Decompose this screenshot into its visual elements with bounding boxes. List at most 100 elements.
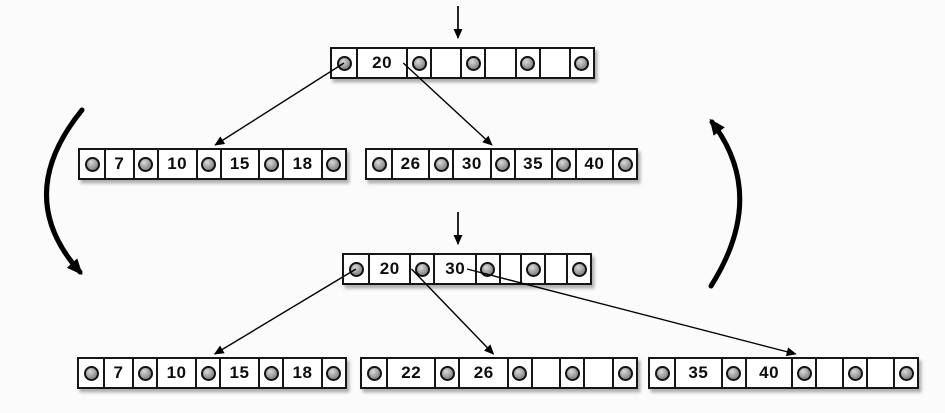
pointer-cell (460, 49, 484, 77)
pointer-cell (791, 359, 815, 387)
pointer-dot-icon (556, 156, 572, 172)
key-cell: 26 (458, 359, 506, 387)
key-cell: 22 (386, 359, 434, 387)
pointer-cell (195, 150, 220, 178)
pointer-dot-icon (366, 365, 382, 381)
cycle-arrow-right (708, 118, 743, 289)
pointer-dot-icon (137, 365, 153, 381)
pointer-cell (258, 150, 282, 178)
pointer-dot-icon (201, 156, 217, 172)
cycle-arrow-left (44, 107, 85, 275)
pointer-cell (720, 359, 745, 387)
pointer-dot-icon (520, 55, 536, 71)
key-cell (530, 359, 560, 387)
pointer-cell (550, 150, 575, 178)
pointer-dot-icon (326, 365, 342, 381)
pointer-cell (195, 359, 219, 387)
pointer-cell (406, 49, 430, 77)
pointer-cell (344, 255, 368, 283)
pointer-dot-icon (371, 156, 387, 172)
pointer-dot-icon (326, 156, 342, 172)
pointer-dot-icon (200, 365, 216, 381)
pointer-dot-icon (83, 365, 99, 381)
pointer-dot-icon (433, 156, 449, 172)
key-cell (815, 359, 842, 387)
pointer-dot-icon (796, 365, 812, 381)
key-cell (544, 255, 566, 283)
pointer-cell (258, 359, 282, 387)
key-cell: 20 (356, 49, 406, 77)
key-cell: 18 (282, 359, 321, 387)
pointer-dot-icon (617, 156, 633, 172)
pointer-cell (612, 359, 636, 387)
pointer-dot-icon (348, 261, 364, 277)
key-cell: 18 (282, 150, 321, 178)
pointer-dot-icon (263, 156, 279, 172)
pointer-cell (474, 255, 499, 283)
pointer-dot-icon (574, 55, 590, 71)
pointer-arrow-bottom-root-to-bottom-left (213, 268, 357, 355)
pointer-cell (893, 359, 917, 387)
pointer-cell (367, 150, 391, 178)
pointer-dot-icon (726, 365, 742, 381)
pointer-cell (80, 150, 104, 178)
pointer-dot-icon (336, 55, 352, 71)
pointer-cell (428, 150, 452, 178)
btree-node-bottom-mid: 22 26 (360, 357, 638, 389)
pointer-cell (566, 255, 590, 283)
pointer-cell (489, 150, 514, 178)
key-cell (583, 359, 612, 387)
btree-node-top-root: 20 (330, 47, 595, 79)
pointer-dot-icon (564, 365, 580, 381)
key-cell: 30 (433, 255, 474, 283)
pointer-cell (332, 49, 356, 77)
pointer-dot-icon (512, 365, 528, 381)
pointer-dot-icon (617, 365, 633, 381)
pointer-dot-icon (465, 55, 481, 71)
pointer-dot-icon (495, 156, 510, 172)
pointer-cell (520, 255, 544, 283)
pointer-arrow-top-root-to-top-left (214, 62, 345, 146)
pointer-dot-icon (84, 156, 100, 172)
key-cell: 15 (219, 150, 259, 178)
pointer-cell (320, 359, 345, 387)
key-cell: 7 (104, 150, 133, 178)
pointer-dot-icon (263, 365, 279, 381)
pointer-cell (842, 359, 866, 387)
key-cell: 26 (391, 150, 428, 178)
key-cell: 15 (219, 359, 258, 387)
key-cell (498, 255, 521, 283)
pointer-dot-icon (411, 55, 427, 71)
pointer-cell (612, 150, 636, 178)
pointer-cell (568, 49, 593, 77)
pointer-dot-icon (439, 365, 455, 381)
pointer-cell (362, 359, 386, 387)
key-cell: 40 (574, 150, 612, 178)
key-cell (866, 359, 893, 387)
pointer-dot-icon (571, 261, 587, 277)
pointer-dot-icon (847, 365, 863, 381)
key-cell: 35 (513, 150, 551, 178)
key-cell: 35 (674, 359, 721, 387)
key-cell: 7 (103, 359, 132, 387)
pointer-cell (409, 255, 433, 283)
pointer-cell (506, 359, 531, 387)
pointer-dot-icon (480, 261, 496, 277)
pointer-dot-icon (654, 365, 670, 381)
pointer-dot-icon (414, 261, 430, 277)
pointer-cell (132, 359, 156, 387)
key-cell (484, 49, 514, 77)
pointer-dot-icon (898, 365, 914, 381)
key-cell: 20 (368, 255, 409, 283)
pointer-cell (559, 359, 583, 387)
pointer-dot-icon (525, 261, 541, 277)
key-cell: 40 (744, 359, 792, 387)
pointer-dot-icon (138, 156, 154, 172)
key-cell (538, 49, 569, 77)
key-cell (430, 49, 460, 77)
